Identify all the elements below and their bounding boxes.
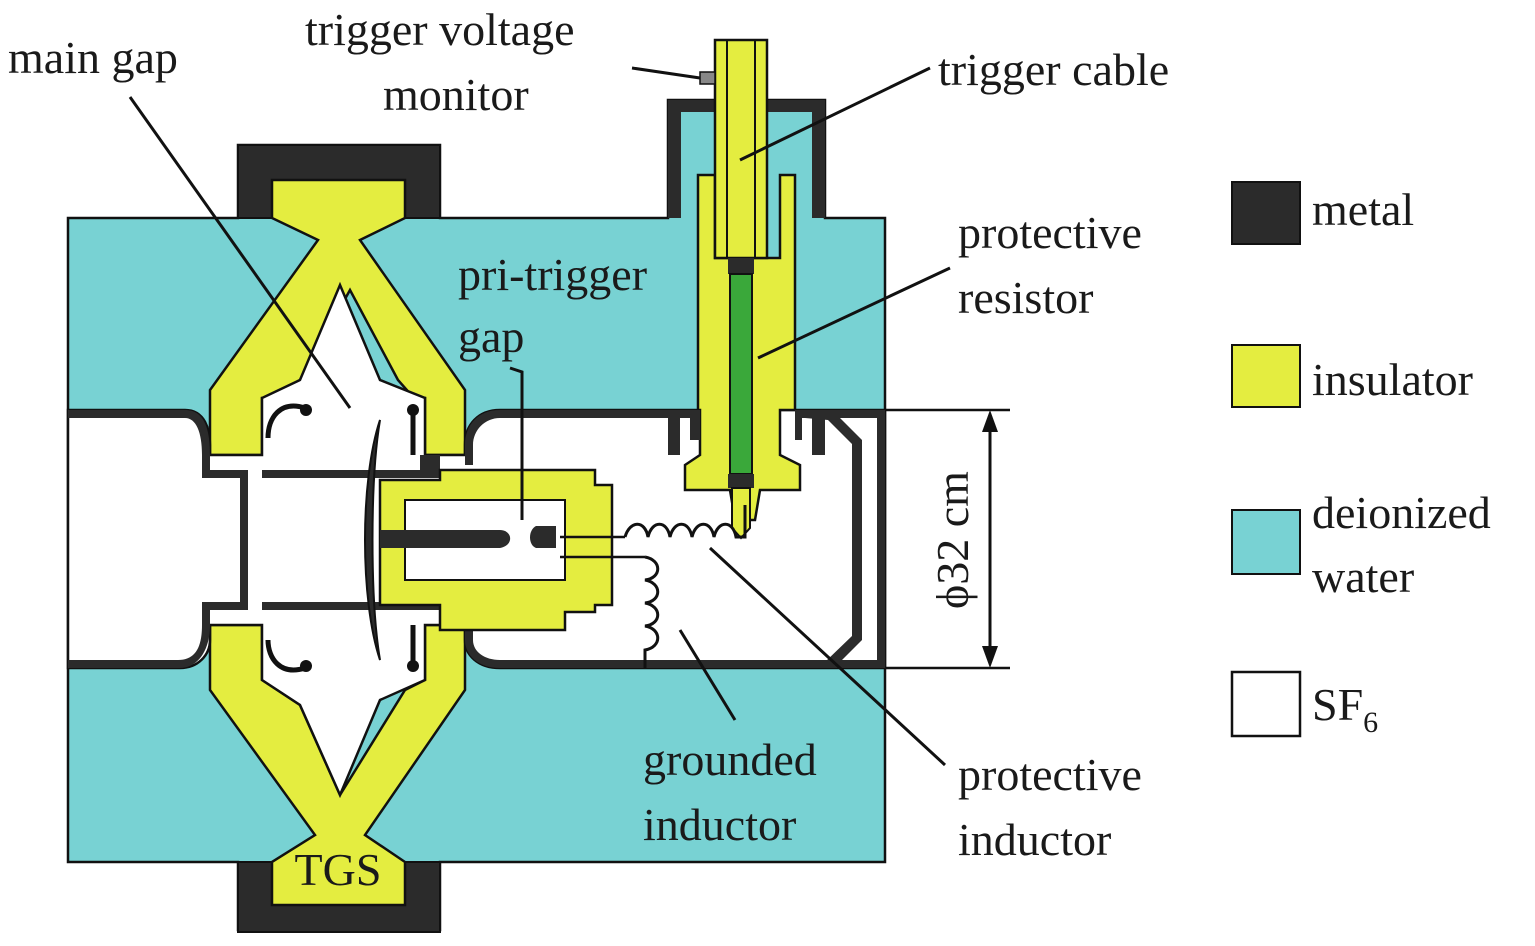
trigger-voltage-monitor-label-line2: monitor (383, 69, 529, 120)
trigger-cable-body (713, 38, 769, 260)
grounded-inductor-label-line1: grounded (643, 734, 817, 785)
protective-resistor-label-line2: resistor (958, 272, 1093, 323)
trigger-cable-label: trigger cable (938, 44, 1169, 95)
legend-item-sf6: SF6 (1230, 670, 1378, 739)
protective-resistor-element (729, 273, 753, 475)
pri-trigger-gap-label-line2: gap (458, 311, 524, 362)
legend-item-insulator: insulator (1231, 344, 1473, 408)
legend: metal insulator deionized water SF6 (1230, 181, 1491, 739)
legend-swatch-insulator (1231, 344, 1301, 408)
legend-label-water-line2: water (1312, 551, 1414, 602)
legend-label-sf6: SF6 (1312, 679, 1378, 739)
main-gap-electrodes (265, 403, 419, 673)
grounded-inductor-label-line2: inductor (643, 799, 796, 850)
legend-item-metal: metal (1231, 181, 1414, 245)
dimension-label: ϕ32 cm (927, 471, 978, 609)
pri-trigger-assembly (378, 468, 645, 632)
legend-swatch-water (1231, 509, 1301, 575)
monitor-connector (699, 71, 716, 85)
trigger-housing (668, 38, 825, 540)
legend-swatch-sf6 (1230, 670, 1302, 738)
pri-trigger-gap-label-line1: pri-trigger (458, 249, 647, 300)
protective-inductor-label-line2: inductor (958, 814, 1111, 865)
protective-inductor-coil (623, 505, 747, 539)
trigger-voltage-monitor-label-line1: trigger voltage (305, 4, 575, 55)
tgs-label: TGS (295, 844, 382, 895)
legend-swatch-metal (1231, 181, 1301, 245)
grounded-inductor-coil (643, 555, 660, 668)
protective-resistor-label-line1: protective (958, 207, 1142, 258)
leader-lines (128, 66, 951, 767)
protective-inductor-label-line1: protective (958, 749, 1142, 800)
legend-label-water-line1: deionized (1312, 487, 1491, 538)
legend-label-metal: metal (1312, 184, 1414, 235)
main-gap-label: main gap (8, 32, 178, 83)
dimension-marker: ϕ32 cm (885, 408, 1010, 670)
legend-label-insulator: insulator (1312, 354, 1473, 405)
legend-label-sf6-subscript: 6 (1363, 706, 1378, 739)
metal-chamber-wall (68, 410, 885, 668)
legend-item-deionized-water: deionized water (1231, 487, 1491, 602)
legend-label-sf6-base: SF (1312, 679, 1363, 730)
